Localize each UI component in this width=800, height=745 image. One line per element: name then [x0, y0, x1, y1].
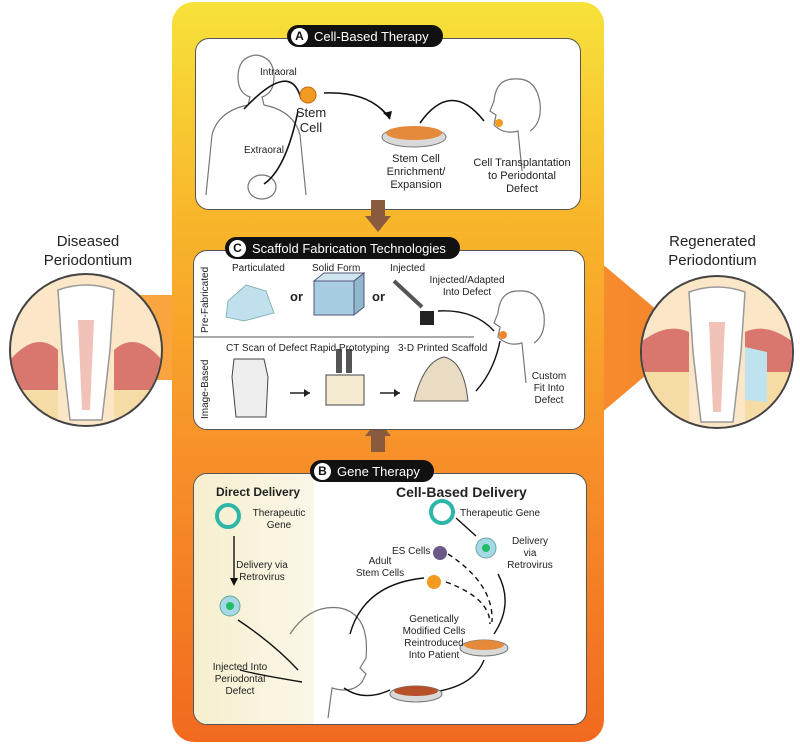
injected-periodontal-1: Injected Into: [212, 662, 268, 673]
stem-cell-label-2: Cell: [299, 120, 323, 135]
stem-cell-label-1: Stem: [295, 105, 327, 120]
panel-a-title: Cell-Based Therapy: [314, 28, 429, 44]
image-based-side-label: Image-Based: [200, 359, 211, 419]
prefabricated-side-label: Pre-Fabricated: [200, 266, 211, 333]
extraoral-label: Extraoral: [244, 145, 285, 156]
custom-fit-label-3: Defect: [534, 395, 564, 406]
modified-cells-2: Modified Cells: [402, 626, 466, 637]
particulated-label: Particulated: [232, 263, 285, 274]
injected-periodontal-2: Periodontal: [214, 674, 266, 685]
or-label-1: or: [290, 289, 303, 304]
panel-b-letter: B: [314, 462, 331, 480]
retro-left-1: Delivery via: [236, 560, 288, 571]
rapid-prototyping-label: Rapid Prototyping: [310, 343, 390, 354]
retro-right-3: Retrovirus: [507, 560, 553, 571]
enrichment-label-3: Expansion: [390, 179, 442, 191]
retro-right-2: via: [523, 548, 537, 559]
enrichment-label: Stem Cell Enrichment/ Expansion: [371, 153, 461, 192]
down-arrow-a-to-c: [365, 200, 391, 232]
regenerated-title-line2: Periodontium: [668, 252, 757, 269]
panel-gene-therapy: Direct Delivery Cell-Based Delivery Ther…: [193, 473, 587, 725]
adult-stem-1: Adult: [368, 556, 392, 567]
retro-right-1: Delivery: [511, 536, 549, 547]
transplantation-label-1: Cell Transplantation: [473, 157, 571, 169]
injected-periodontal-label: Injected Into Periodontal Defect: [198, 662, 282, 698]
adult-stem-2: Stem Cells: [355, 568, 405, 579]
panel-b-illustration: [215, 499, 509, 719]
direct-delivery-heading: Direct Delivery: [216, 485, 301, 499]
printed-scaffold-label: 3-D Printed Scaffold: [398, 343, 488, 354]
transplantation-label-3: Defect: [506, 183, 538, 195]
panel-c-title: Scaffold Fabrication Technologies: [252, 240, 446, 256]
panel-c-illustration: [194, 271, 545, 418]
adapted-label-2: Into Defect: [442, 287, 492, 298]
adult-stem-cells-label: Adult Stem Cells: [350, 556, 410, 580]
retro-left-2: Retrovirus: [239, 572, 285, 583]
gene-left-2: Gene: [266, 520, 292, 531]
diseased-tooth-image: [9, 273, 163, 427]
panel-c-letter: C: [229, 239, 246, 257]
intraoral-label: Intraoral: [260, 67, 297, 78]
pill-panel-b: B Gene Therapy: [310, 460, 434, 482]
or-label-2: or: [372, 289, 385, 304]
pill-panel-a: A Cell-Based Therapy: [287, 25, 443, 47]
ct-scan-label: CT Scan of Defect: [226, 343, 308, 354]
transplantation-label: Cell Transplantation to Periodontal Defe…: [464, 157, 580, 196]
adapted-label: Injected/Adapted Into Defect: [422, 275, 512, 299]
regenerated-tooth-image: [640, 275, 794, 429]
enrichment-label-1: Stem Cell: [392, 153, 440, 165]
injected-periodontal-3: Defect: [225, 686, 255, 697]
modified-cells-3: Reintroduced: [404, 638, 464, 649]
therapeutic-gene-left-label: Therapeutic Gene: [244, 508, 314, 532]
custom-fit-label-1: Custom: [531, 371, 567, 382]
therapeutic-gene-right-label: Therapeutic Gene: [460, 508, 541, 519]
panel-cell-based-therapy: Intraoral Extraoral Stem Cell Stem Cell …: [195, 38, 581, 210]
panel-a-letter: A: [291, 27, 308, 45]
panel-scaffold-fabrication: Pre-Fabricated Image-Based Particulated …: [193, 250, 585, 430]
custom-fit-label-2: Fit Into: [533, 383, 565, 394]
diseased-title-line2: Periodontium: [43, 252, 133, 269]
direct-delivery-background: [194, 474, 314, 724]
regenerated-title-line1: Regenerated: [669, 233, 756, 250]
modified-cells-label: Genetically Modified Cells Reintroduced …: [394, 614, 474, 662]
adapted-label-1: Injected/Adapted: [429, 275, 505, 286]
injected-label: Injected: [390, 263, 426, 274]
panel-a-illustration: [205, 54, 541, 200]
gene-left-1: Therapeutic: [252, 508, 306, 519]
diseased-title-line1: Diseased: [56, 233, 120, 250]
stem-cell-label: Stem Cell: [291, 105, 331, 135]
retrovirus-left-label: Delivery via Retrovirus: [222, 560, 302, 584]
regenerated-title: Regenerated Periodontium: [650, 232, 775, 270]
cell-based-delivery-heading: Cell-Based Delivery: [396, 484, 527, 500]
transplantation-label-2: to Periodontal: [488, 170, 556, 182]
solid-form-label: Solid Form: [312, 263, 361, 274]
retrovirus-right-label: Delivery via Retrovirus: [500, 536, 560, 572]
es-cells-label: ES Cells: [392, 546, 431, 557]
modified-cells-1: Genetically: [409, 614, 459, 625]
modified-cells-4: Into Patient: [408, 650, 460, 661]
enrichment-label-2: Enrichment/: [386, 166, 446, 178]
pill-panel-c: C Scaffold Fabrication Technologies: [225, 237, 460, 259]
custom-fit-label: Custom Fit Into Defect: [524, 371, 574, 407]
panel-b-title: Gene Therapy: [337, 463, 420, 479]
diseased-title: Diseased Periodontium: [28, 232, 148, 270]
